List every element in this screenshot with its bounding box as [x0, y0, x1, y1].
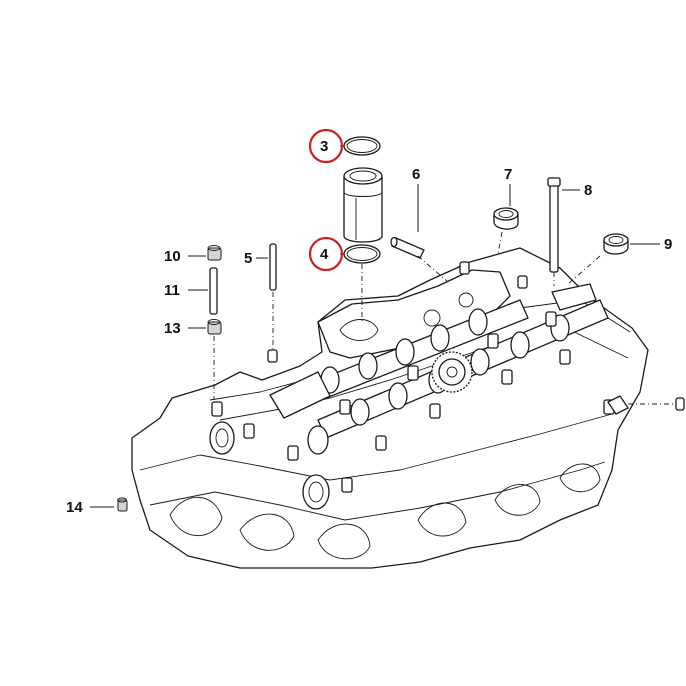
cam-gear — [431, 351, 473, 393]
highlight-circle-4 — [308, 236, 344, 272]
stud-bolt-long — [269, 243, 277, 291]
stud-bolt — [209, 267, 218, 315]
spark-plug-tube — [343, 167, 383, 243]
callout-6: 6 — [412, 166, 420, 183]
leader-lines — [90, 145, 660, 508]
callout-7: 7 — [504, 166, 512, 183]
highlight-circle-3 — [308, 128, 344, 164]
callout-8: 8 — [584, 182, 592, 199]
dowel-pin — [390, 236, 425, 259]
small-plug — [117, 497, 128, 512]
sealing-plug — [493, 207, 519, 230]
callout-9: 9 — [664, 236, 672, 253]
cylinder-head-assembly — [131, 247, 649, 569]
callout-10: 10 — [164, 248, 181, 265]
callout-3: 3 — [320, 138, 328, 155]
head-bolts — [211, 261, 615, 493]
bushing — [207, 319, 222, 335]
callout-13: 13 — [164, 320, 181, 337]
cam-lobes — [320, 308, 570, 426]
long-bolt — [547, 177, 561, 273]
callout-5: 5 — [244, 250, 252, 267]
nut — [207, 245, 222, 261]
port-plug — [675, 397, 685, 411]
callout-14: 14 — [66, 499, 83, 516]
callout-4: 4 — [320, 246, 329, 263]
callout-11: 11 — [164, 282, 180, 299]
sealing-plug-right — [603, 233, 629, 255]
